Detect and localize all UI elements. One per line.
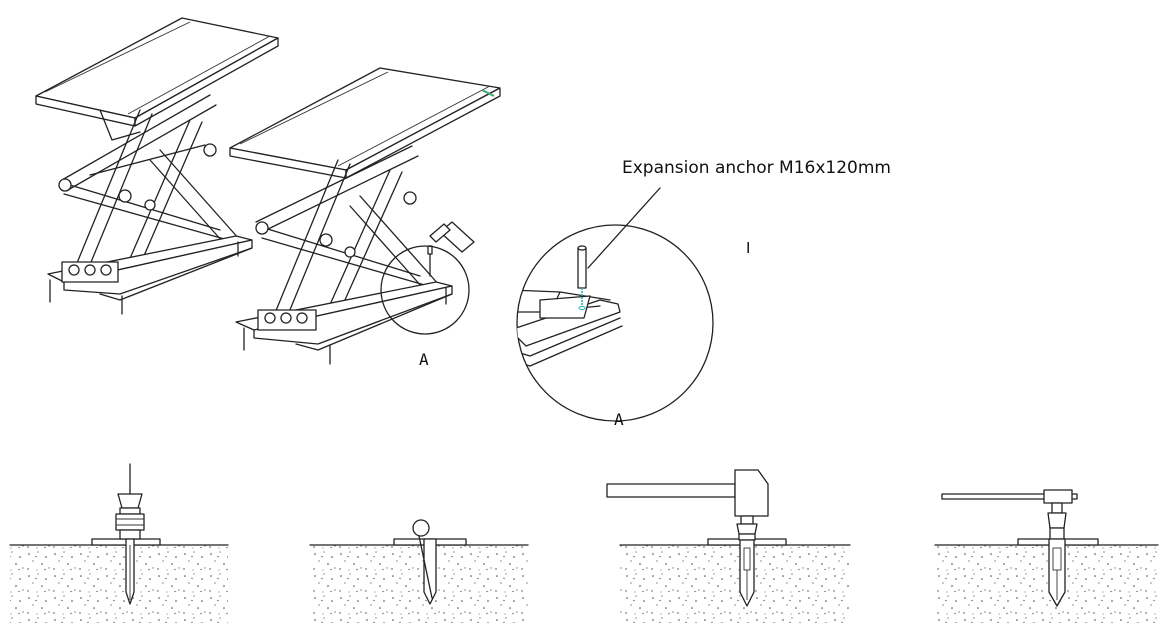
anchor-callout-label: Expansion anchor M16x120mm <box>622 158 891 178</box>
hammer-icon <box>606 469 769 517</box>
scissor-lift-right <box>229 67 501 365</box>
step-4-wrench <box>934 489 1159 623</box>
step-1-drill <box>9 463 229 623</box>
anchor-bolt-4 <box>1047 502 1067 607</box>
anchor-bolt-3 <box>736 515 758 607</box>
blow-out-icon <box>412 519 437 605</box>
detail-zoom-a <box>516 187 714 422</box>
detail-label-a-main: A <box>419 350 429 369</box>
stray-mark: I <box>746 239 751 257</box>
step-2-blowout <box>309 519 529 623</box>
drill-icon <box>115 463 145 605</box>
expansion-anchor-icon <box>577 247 587 289</box>
detail-label-a-zoom: A <box>614 410 624 429</box>
wrench-icon <box>941 489 1078 504</box>
scissor-lift-left <box>35 17 279 315</box>
hammer-small-icon <box>429 221 475 253</box>
step-3-hammer <box>606 469 851 623</box>
